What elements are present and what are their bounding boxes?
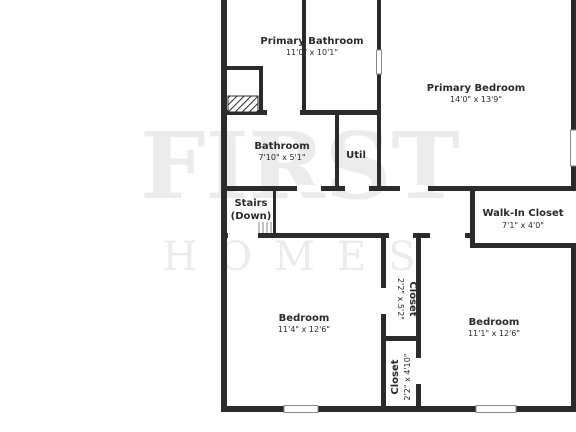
bedroom-left-dims: 11'4" x 12'6"	[278, 325, 330, 334]
primary-bathroom-dims: 11'0" x 10'1"	[286, 48, 338, 57]
door-util	[345, 185, 369, 192]
windows	[283, 49, 576, 413]
wall-right-upper	[571, 0, 576, 190]
wall-stairs-right	[273, 191, 276, 235]
walk-in-closet-dims: 7'1" x 4'0"	[502, 221, 544, 230]
window-primary-bed	[570, 129, 576, 167]
wall-exterior-left	[221, 0, 227, 412]
walk-in-closet-label: Walk-In Closet	[482, 208, 563, 219]
util-label: Util	[346, 150, 366, 161]
wall-exterior-bottom	[221, 406, 576, 412]
wall-primary-bath-bottom	[227, 110, 379, 115]
wall-vanity-top	[227, 66, 263, 70]
window-bedroom-left	[283, 405, 319, 413]
door-closet-lower	[415, 358, 422, 384]
wall-closets-divider	[381, 336, 421, 341]
wall-hall-bottom	[227, 233, 472, 238]
closet-lower-dims: 2'2" x 4'10"	[403, 353, 412, 400]
stairs-label: Stairs	[234, 198, 267, 209]
primary-bedroom-dims: 14'0" x 13'9"	[450, 95, 502, 104]
door-primary-bath-bottom	[267, 109, 300, 116]
bedroom-right-dims: 11'1" x 12'6"	[468, 329, 520, 338]
wall-bath-divider	[302, 0, 306, 112]
vanity-hatch	[227, 95, 259, 113]
door-bathroom	[297, 185, 321, 192]
closet-lower-label: Closet	[390, 359, 401, 394]
window-primary-bath	[376, 49, 382, 75]
closet-upper-label: Closet	[407, 281, 418, 316]
wall-closet-bottom	[470, 243, 576, 248]
primary-bedroom-label: Primary Bedroom	[427, 83, 525, 94]
wall-primary-bed-left	[377, 0, 381, 190]
bedroom-right-label: Bedroom	[469, 317, 520, 328]
door-bedroom-left	[228, 232, 258, 239]
door-closet-upper	[380, 288, 387, 314]
stair-treads	[258, 222, 272, 233]
bathroom-label: Bathroom	[254, 141, 309, 152]
door-bedroom-right	[430, 232, 465, 239]
door-closet-hall	[389, 232, 413, 239]
watermark-top: FIRST	[140, 112, 460, 220]
door-primary-bed	[400, 185, 428, 192]
wall-right-lower	[571, 248, 576, 412]
bedroom-left-label: Bedroom	[279, 313, 330, 324]
wall-closet-left	[470, 191, 475, 247]
window-bedroom-right	[475, 405, 517, 413]
stairs-direction: (Down)	[231, 211, 272, 222]
door-openings	[228, 109, 465, 384]
closet-upper-dims: 2'2" x 5'2"	[396, 278, 405, 320]
wall-bedroom-left-right	[381, 236, 386, 412]
bathroom-dims: 7'10" x 5'1"	[258, 153, 305, 162]
wall-closets-right	[416, 236, 421, 412]
primary-bathroom-label: Primary Bathroom	[260, 36, 363, 47]
watermark-bottom: HOMES	[162, 234, 437, 280]
wall-vanity-right	[259, 66, 263, 114]
wall-bathroom-right	[335, 115, 339, 187]
